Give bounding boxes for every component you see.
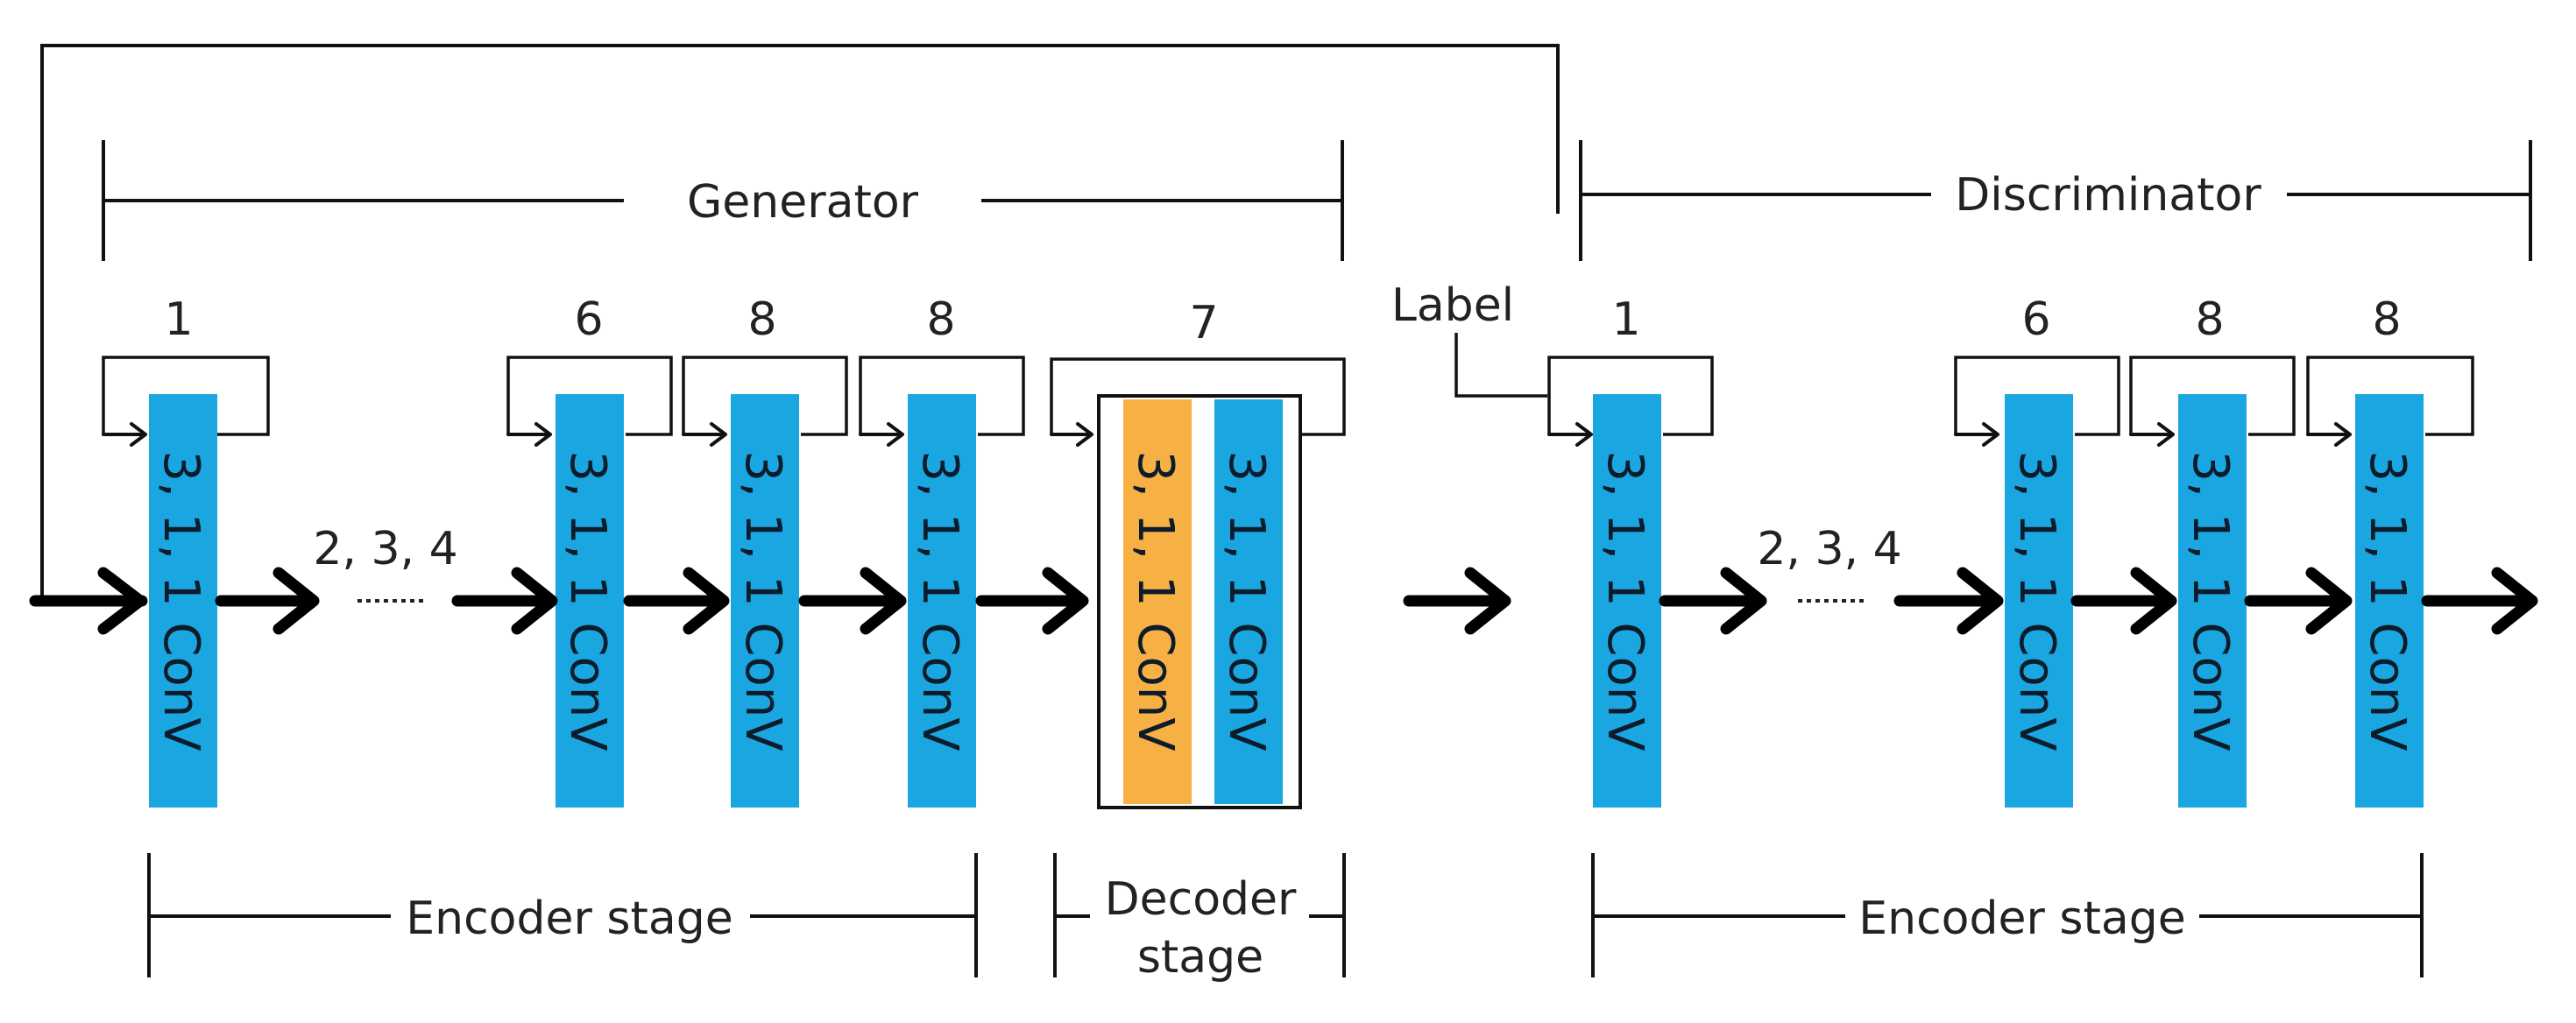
feedback-connector bbox=[40, 44, 1560, 596]
repeat-count: 8 bbox=[2195, 293, 2224, 346]
decoder-stage-label-line1: Decoder bbox=[1105, 873, 1297, 926]
repeat-count: 8 bbox=[2372, 293, 2401, 346]
discriminator-flow-arrows: 2, 3, 4 bbox=[1659, 523, 2538, 635]
generator-bracket: Generator bbox=[102, 140, 1344, 261]
conv-layer bbox=[556, 394, 624, 808]
conv-layer-label-blue: 3, 1, 1 ConV bbox=[1218, 450, 1275, 751]
generator-decoder-block: 7 3, 1, 1 ConV 3, 1, 1 ConV bbox=[1050, 297, 1346, 809]
generator-conv-block-8b: 8 3, 1, 1 ConV bbox=[859, 293, 1025, 808]
encoder-stage-label: Encoder stage bbox=[406, 892, 732, 945]
repeat-count: 1 bbox=[1611, 293, 1640, 346]
conv-layer bbox=[2178, 394, 2247, 808]
conv-layer bbox=[2005, 394, 2073, 808]
conv-layer-label: 3, 1, 1 ConV bbox=[2008, 450, 2065, 751]
generator-conv-block-6: 6 3, 1, 1 ConV bbox=[506, 293, 673, 808]
repeat-count: 8 bbox=[926, 293, 955, 346]
generator-encoder-bracket: Encoder stage bbox=[147, 853, 978, 977]
encoder-stage-label: Encoder stage bbox=[1858, 892, 2185, 945]
decoder-stage-label-line2: stage bbox=[1137, 931, 1263, 984]
discriminator-encoder-bracket: Encoder stage bbox=[1591, 853, 2424, 977]
conv-layer bbox=[2355, 394, 2424, 808]
conv-layer-label: 3, 1, 1 ConV bbox=[1596, 450, 1653, 751]
repeat-count: 1 bbox=[164, 293, 193, 346]
conv-layer bbox=[731, 394, 799, 808]
label-input-connector bbox=[1454, 333, 1547, 398]
conv-layer-orange bbox=[1123, 399, 1192, 804]
conv-layer bbox=[908, 394, 976, 808]
generator-conv-block-1: 1 3, 1, 1 ConV bbox=[102, 293, 270, 808]
discriminator-conv-block-1: 1 3, 1, 1 ConV bbox=[1547, 293, 1714, 808]
generator-title: Generator bbox=[687, 176, 919, 229]
conv-layer-label: 3, 1, 1 ConV bbox=[2182, 450, 2239, 751]
discriminator-conv-block-8a: 8 3, 1, 1 ConV bbox=[2129, 293, 2296, 808]
conv-layer-label: 3, 1, 1 ConV bbox=[911, 450, 968, 751]
conv-layer-label: 3, 1, 1 ConV bbox=[152, 450, 209, 751]
repeat-count: 6 bbox=[2021, 293, 2050, 346]
generator-flow-arrows: 2, 3, 4 bbox=[29, 523, 1511, 635]
conv-layer-label: 3, 1, 1 ConV bbox=[2359, 450, 2416, 751]
conv-layer-label: 3, 1, 1 ConV bbox=[734, 450, 791, 751]
conv-layer-blue bbox=[1214, 399, 1283, 804]
repeat-count: 7 bbox=[1189, 297, 1218, 349]
conv-layer-label-orange: 3, 1, 1 ConV bbox=[1127, 450, 1184, 751]
conv-layer bbox=[149, 394, 217, 808]
generator-conv-block-8a: 8 3, 1, 1 ConV bbox=[682, 293, 848, 808]
discriminator-conv-block-6: 6 3, 1, 1 ConV bbox=[1954, 293, 2120, 808]
label-input-text: Label bbox=[1391, 279, 1514, 332]
repeat-count: 6 bbox=[574, 293, 603, 346]
skip-block-label: 2, 3, 4 bbox=[313, 523, 457, 575]
skip-block-label: 2, 3, 4 bbox=[1757, 523, 1901, 575]
conv-layer-label: 3, 1, 1 ConV bbox=[559, 450, 616, 751]
repeat-count: 8 bbox=[747, 293, 776, 346]
generator-decoder-bracket: Decoder stage bbox=[1053, 853, 1346, 984]
discriminator-bracket: Discriminator bbox=[1579, 140, 2532, 261]
discriminator-title: Discriminator bbox=[1955, 169, 2261, 222]
discriminator-conv-block-8b: 8 3, 1, 1 ConV bbox=[2306, 293, 2474, 808]
conv-layer bbox=[1593, 394, 1661, 808]
